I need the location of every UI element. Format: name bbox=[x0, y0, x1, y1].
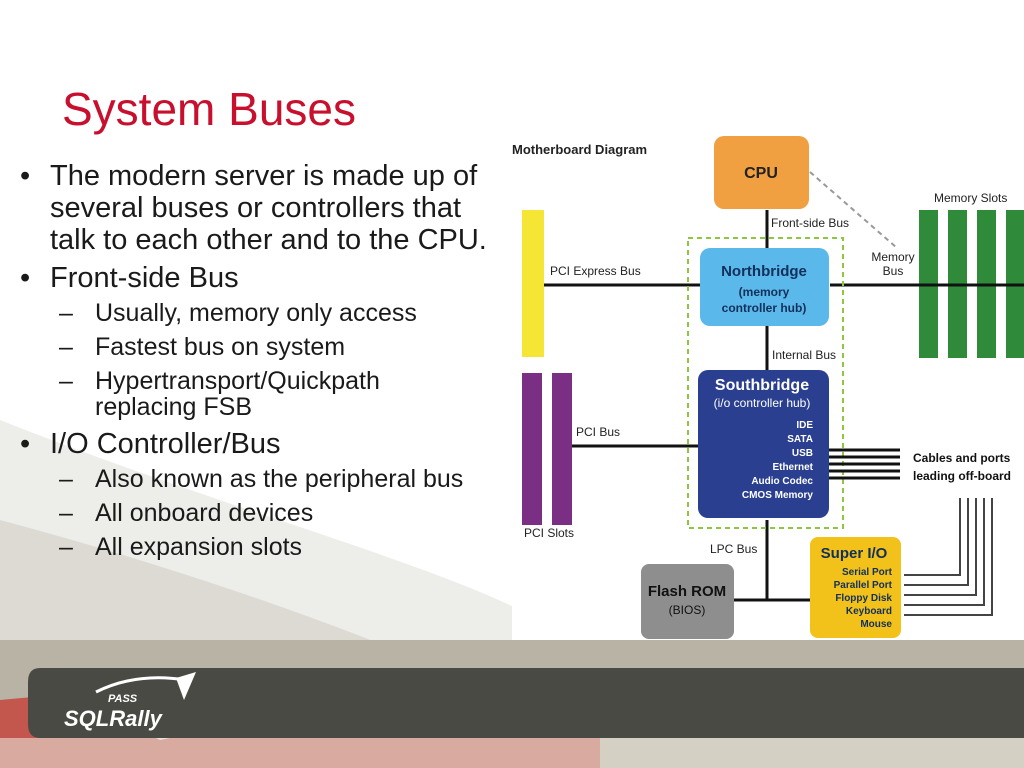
bullet-dash: – bbox=[59, 499, 73, 527]
super-io-item: Mouse bbox=[860, 619, 892, 630]
flash-rom-box bbox=[641, 564, 734, 639]
pci-bus-label: PCI Bus bbox=[576, 425, 620, 439]
northbridge-line1: (memory bbox=[739, 285, 790, 299]
northbridge-line2: controller hub) bbox=[722, 301, 807, 315]
super-io-item: Parallel Port bbox=[834, 580, 893, 591]
bullet-dot: • bbox=[20, 428, 31, 460]
super-io-items: Serial Port Parallel Port Floppy Disk Ke… bbox=[834, 567, 893, 630]
super-io-title: Super I/O bbox=[821, 545, 888, 562]
memory-bus-dashed-line bbox=[809, 171, 898, 249]
super-io-box bbox=[810, 537, 901, 638]
pci-express-bus-label: PCI Express Bus bbox=[550, 264, 641, 278]
pci-express-slot bbox=[522, 210, 544, 357]
bullet-item: •I/O Controller/Bus bbox=[20, 428, 281, 460]
bus-lines bbox=[544, 210, 1024, 602]
super-io-cables bbox=[904, 498, 993, 616]
bullet-dash: – bbox=[59, 299, 73, 327]
memory-bus-label-line1: Memory bbox=[871, 250, 914, 264]
southbridge-items: IDE SATA USB Ethernet Audio Codec CMOS M… bbox=[742, 420, 814, 501]
pci-slots-label: PCI Slots bbox=[524, 526, 574, 540]
northbridge-title: Northbridge bbox=[721, 263, 807, 280]
bullet-dash: – bbox=[59, 533, 73, 561]
sub-bullet-item: –Also known as the peripheral bus bbox=[59, 465, 464, 493]
sub-bullet-item: –All onboard devices bbox=[59, 499, 314, 527]
flash-rom-subtitle: (BIOS) bbox=[669, 603, 706, 617]
cables-label-line1: Cables and ports bbox=[913, 451, 1011, 465]
bullet-dot: • bbox=[20, 160, 31, 192]
bullet-list: •The modern server is made up of several… bbox=[18, 160, 488, 568]
internal-bus-label: Internal Bus bbox=[772, 348, 836, 362]
sub-bullet-item: –Fastest bus on system bbox=[59, 333, 346, 361]
southbridge-item: SATA bbox=[787, 434, 813, 445]
logo-pass-text: PASS bbox=[108, 693, 138, 705]
motherboard-diagram: Motherboard Diagram Memory Slots PCI Slo… bbox=[512, 130, 1024, 640]
bullet-dot: • bbox=[20, 262, 31, 294]
memory-bus-label-line2: Bus bbox=[883, 264, 904, 278]
memory-slots-label: Memory Slots bbox=[934, 191, 1007, 205]
logo-main-text: SQLRally bbox=[64, 706, 164, 731]
super-io-item: Serial Port bbox=[842, 567, 893, 578]
southbridge-title: Southbridge bbox=[715, 377, 809, 394]
cable-lines bbox=[829, 448, 900, 480]
flash-rom-title: Flash ROM bbox=[648, 583, 726, 600]
sub-bullet-item: –Hypertransport/Quickpath replacing FSB bbox=[59, 367, 380, 421]
slide-title: System Buses bbox=[62, 83, 356, 135]
cpu-box bbox=[714, 136, 809, 209]
southbridge-box bbox=[698, 370, 829, 518]
logo-swoosh bbox=[95, 676, 187, 694]
bullet-item: •Front-side Bus bbox=[20, 262, 239, 294]
super-io-item: Keyboard bbox=[846, 606, 892, 617]
bullet-dash: – bbox=[59, 333, 73, 361]
southbridge-item: IDE bbox=[796, 420, 813, 431]
sub-bullet-item: –All expansion slots bbox=[59, 533, 303, 561]
bullet-item: •The modern server is made up of several… bbox=[20, 160, 487, 256]
sub-bullet-item: –Usually, memory only access bbox=[59, 299, 417, 327]
lpc-bus-label: LPC Bus bbox=[710, 542, 757, 556]
northbridge-box bbox=[700, 248, 829, 326]
southbridge-item: Ethernet bbox=[772, 462, 813, 473]
logo-flag-icon bbox=[176, 672, 196, 700]
front-side-bus-label: Front-side Bus bbox=[771, 216, 849, 230]
southbridge-subtitle: (i/o controller hub) bbox=[714, 396, 811, 410]
southbridge-item: CMOS Memory bbox=[742, 490, 814, 501]
cables-label-line2: leading off-board bbox=[913, 469, 1011, 483]
chipset-outline bbox=[687, 237, 844, 529]
pci-slots bbox=[522, 373, 572, 525]
southbridge-item: USB bbox=[792, 448, 813, 459]
sqlrally-logo: PASS SQLRally bbox=[64, 672, 196, 731]
bullet-dash: – bbox=[59, 367, 73, 395]
cpu-label: CPU bbox=[744, 165, 778, 182]
diagram-title: Motherboard Diagram bbox=[512, 142, 647, 157]
bullet-dash: – bbox=[59, 465, 73, 493]
southbridge-item: Audio Codec bbox=[751, 476, 813, 487]
super-io-item: Floppy Disk bbox=[835, 593, 892, 604]
